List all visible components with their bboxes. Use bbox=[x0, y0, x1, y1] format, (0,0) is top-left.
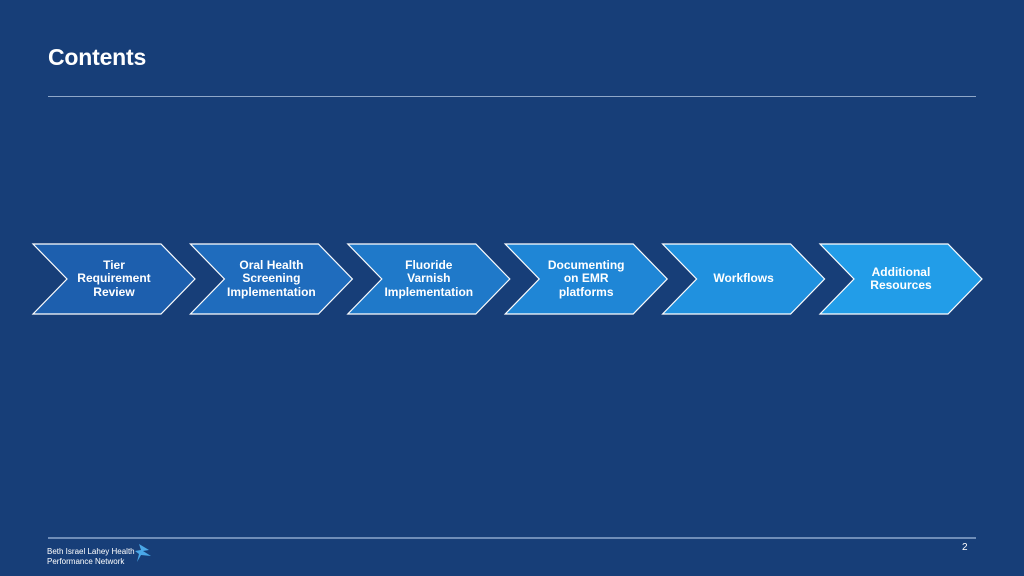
chevron-step-label-1: Tier Requirement Review bbox=[77, 257, 151, 299]
chevron-step-5 bbox=[661, 243, 826, 315]
chevron-step-3 bbox=[346, 243, 511, 315]
chevron-step-6 bbox=[818, 243, 983, 315]
page-title: Contents bbox=[48, 44, 147, 70]
chevron-step-label-2: Oral Health Screening Implementation bbox=[227, 257, 316, 299]
footer-divider bbox=[48, 537, 976, 539]
chevron-step-1 bbox=[31, 243, 196, 315]
chevron-step-2 bbox=[188, 243, 354, 315]
organization-logo: Beth Israel Lahey Health Performance Net… bbox=[47, 542, 157, 570]
chevron-step-label-6: Additional Resources bbox=[870, 264, 932, 292]
chevron-step-label-3: Fluoride Varnish Implementation bbox=[384, 257, 474, 299]
chevron-step-label-4: Documenting on EMR platforms bbox=[547, 257, 625, 299]
chevron-step-4 bbox=[503, 243, 669, 315]
title-divider bbox=[48, 96, 976, 97]
chevron-step-label-5: Workflows bbox=[713, 271, 774, 286]
logo-text: Beth Israel Lahey Health Performance Net… bbox=[47, 547, 135, 566]
bird-icon bbox=[135, 544, 151, 562]
page-number: 2 bbox=[962, 542, 968, 553]
